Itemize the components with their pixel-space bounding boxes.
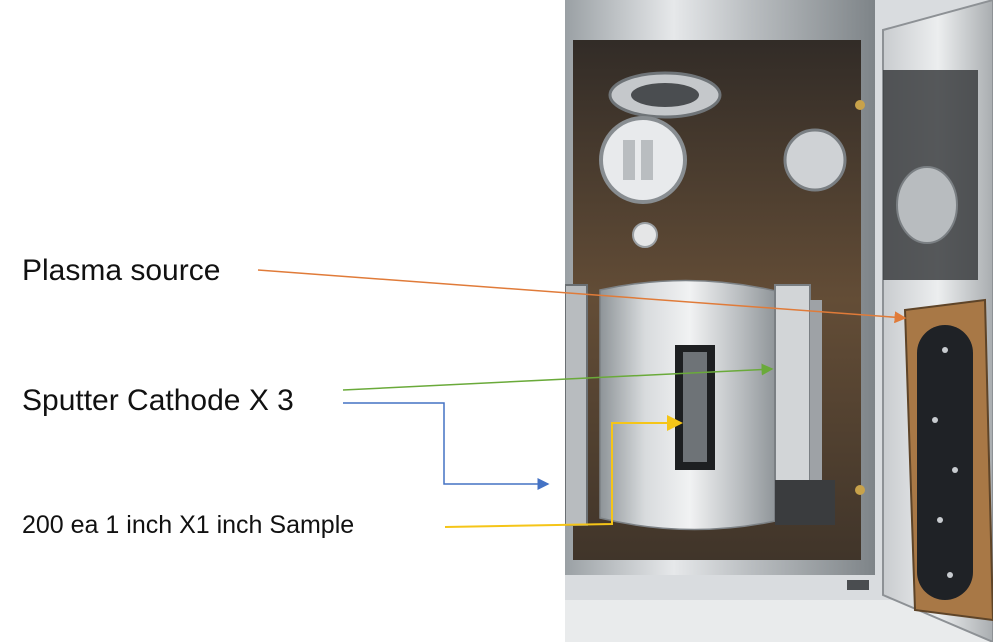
plasma-source-element bbox=[917, 325, 973, 600]
gear-icon bbox=[632, 222, 658, 248]
bolt-icon bbox=[942, 347, 948, 353]
cathode-edge bbox=[810, 300, 822, 510]
bolt-icon bbox=[932, 417, 938, 423]
arrow-sputter-cathode-secondary bbox=[343, 402, 550, 490]
left-cathode-panel bbox=[565, 284, 588, 526]
shutter-detail bbox=[623, 140, 635, 180]
base-block bbox=[775, 480, 835, 525]
label-sample: 200 ea 1 inch X1 inch Sample bbox=[22, 511, 355, 539]
hinge-icon bbox=[855, 100, 865, 110]
bolt-icon bbox=[947, 572, 953, 578]
label-plasma-source: Plasma source bbox=[22, 254, 221, 287]
shutter-detail bbox=[641, 140, 653, 180]
bolt-icon bbox=[937, 517, 943, 523]
bolt-icon bbox=[952, 467, 958, 473]
top-port-opening bbox=[631, 83, 699, 107]
door-shutter bbox=[896, 166, 958, 244]
sample-holder bbox=[683, 352, 707, 462]
hinge-icon bbox=[855, 485, 865, 495]
vacuum-chamber-photo bbox=[565, 0, 993, 642]
label-sputter-cathode: Sputter Cathode X 3 bbox=[22, 384, 294, 417]
side-port bbox=[783, 128, 847, 192]
latch-icon bbox=[847, 580, 869, 590]
